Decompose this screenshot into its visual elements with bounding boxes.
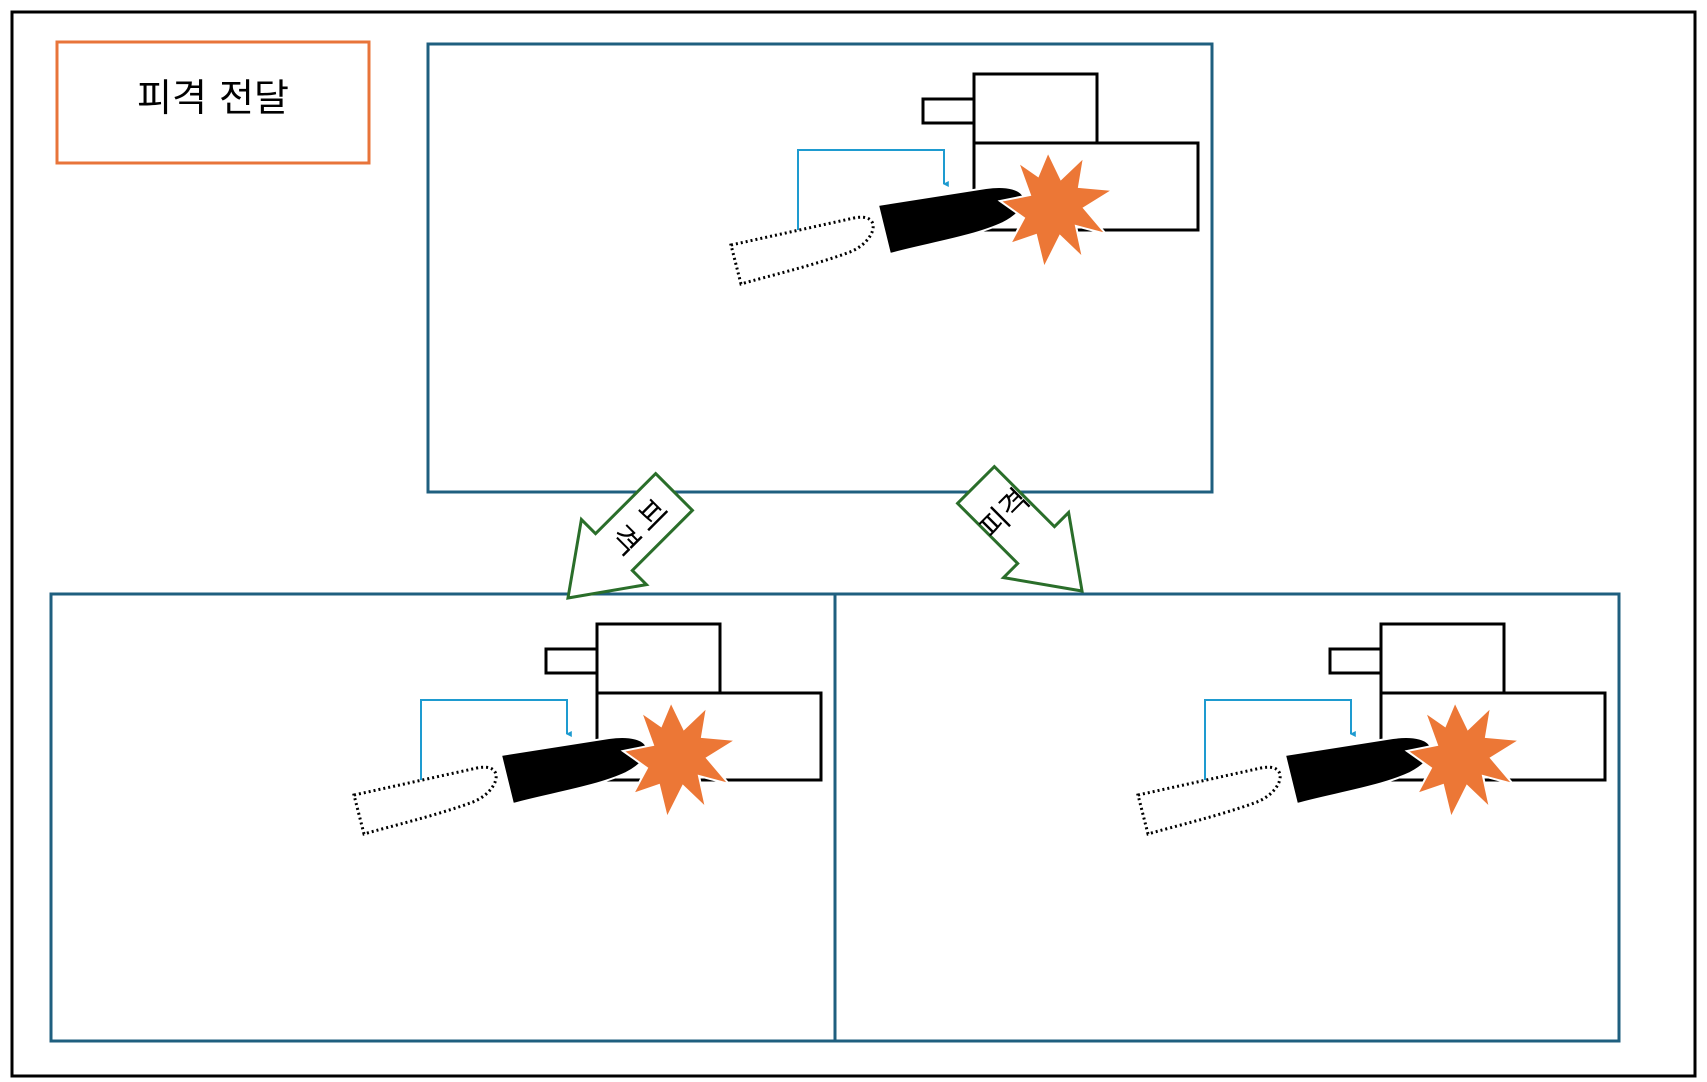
title-box: 피격 전달 (55, 40, 371, 165)
title-label: 피격 전달 (137, 76, 289, 120)
panel-top (426, 42, 1214, 494)
panel-bottom-left (49, 592, 837, 1043)
hit-arrow-left: 피 격 (566, 471, 695, 600)
panel-bottom-right (833, 592, 1621, 1043)
